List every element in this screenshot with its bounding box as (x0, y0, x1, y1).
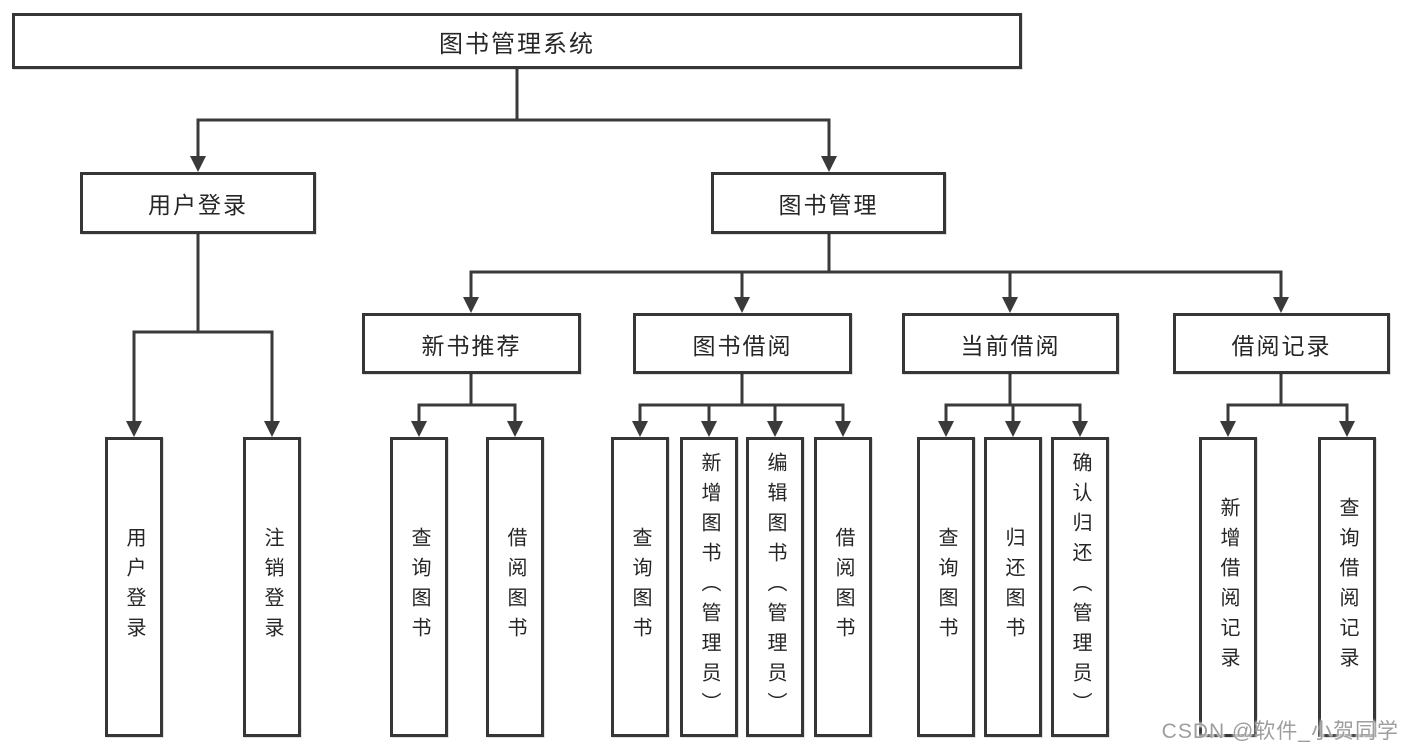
node-label: 注销登录 (261, 527, 283, 647)
node-label: 图书借阅 (692, 332, 793, 359)
node-book-management-module: 图书管理 (711, 172, 946, 234)
node-label: 图书管理系统 (439, 30, 595, 58)
node-leaf-user-login: 用户登录 (105, 437, 163, 737)
connector-currentborrow-to-leaves (938, 374, 1088, 437)
node-leaf-borrow-books-2: 借阅图书 (814, 437, 872, 737)
node-label: 新增借阅记录 (1217, 497, 1239, 677)
node-label: 编辑图书（管理员） (764, 452, 786, 722)
node-leaf-query-books-3: 查询图书 (917, 437, 975, 737)
node-leaf-query-books-2: 查询图书 (611, 437, 669, 737)
connector-userlogin-to-leaves (126, 234, 280, 437)
node-label: 借阅记录 (1231, 332, 1332, 359)
node-label: 查询图书 (408, 527, 430, 647)
node-leaf-edit-books-admin: 编辑图书（管理员） (746, 437, 804, 737)
node-label: 查询借阅记录 (1336, 497, 1358, 677)
node-leaf-borrow-books-1: 借阅图书 (486, 437, 544, 737)
node-library-management-system: 图书管理系统 (12, 13, 1022, 69)
node-label: 当前借阅 (960, 332, 1061, 359)
connector-borrowrecords-to-leaves (1220, 374, 1355, 437)
node-new-book-recommend: 新书推荐 (362, 313, 581, 374)
node-label: 借阅图书 (504, 527, 526, 647)
node-current-borrowing: 当前借阅 (902, 313, 1119, 374)
node-label: 新增图书（管理员） (698, 452, 720, 722)
node-label: 查询图书 (935, 527, 957, 647)
connector-newbooks-to-leaves (411, 374, 523, 437)
node-leaf-query-borrow-record: 查询借阅记录 (1318, 437, 1376, 737)
node-leaf-query-books-1: 查询图书 (390, 437, 448, 737)
connector-bookmgmt-to-level3 (463, 234, 1289, 313)
node-label: 归还图书 (1002, 527, 1024, 647)
node-leaf-confirm-return-admin: 确认归还（管理员） (1051, 437, 1109, 737)
node-label: 用户登录 (123, 527, 145, 647)
node-label: 图书管理 (778, 192, 879, 218)
node-label: 确认归还（管理员） (1069, 452, 1091, 722)
node-label: 查询图书 (629, 527, 651, 647)
connector-bookborrow-to-leaves (632, 374, 851, 437)
node-leaf-add-books-admin: 新增图书（管理员） (680, 437, 738, 737)
connector-root-to-level2 (190, 69, 837, 172)
node-user-login-module: 用户登录 (80, 172, 316, 234)
node-leaf-logout: 注销登录 (243, 437, 301, 737)
watermark: CSDN @软件_小贺同学 (1161, 720, 1399, 743)
node-leaf-return-books: 归还图书 (984, 437, 1042, 737)
node-label: 新书推荐 (421, 332, 522, 359)
node-leaf-add-borrow-record: 新增借阅记录 (1199, 437, 1257, 737)
node-label: 用户登录 (148, 192, 248, 218)
node-label: 借阅图书 (832, 527, 854, 647)
node-book-borrowing: 图书借阅 (633, 313, 852, 374)
node-borrowing-records: 借阅记录 (1173, 313, 1390, 374)
